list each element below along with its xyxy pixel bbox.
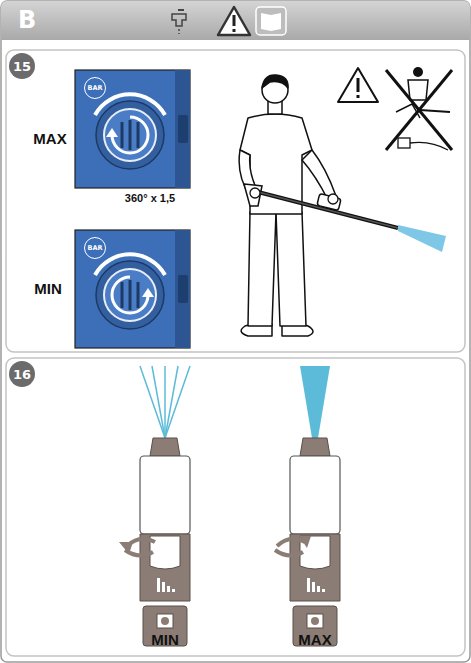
tap-icon-part [178, 29, 180, 34]
rotation-note: 360° x 1,5 [125, 193, 175, 204]
step-number-badge: 16 [9, 361, 35, 387]
pressure-badge: BAR [84, 237, 106, 259]
safety-warning-sign-part [386, 70, 452, 150]
pressure-label: BAR [88, 245, 103, 252]
nozzle-max-part [275, 550, 303, 556]
jet-spray [300, 366, 330, 438]
spray-gun-part [317, 194, 341, 211]
nozzle-min [119, 438, 190, 646]
warning-icon-part [233, 29, 236, 32]
manual-icon-part [271, 13, 281, 31]
safety-warning-sign-part [338, 68, 378, 102]
manual-icon-part [256, 7, 286, 35]
operator-figure-part [276, 212, 306, 326]
manual-icon [256, 7, 286, 35]
operator-figure-part [248, 212, 276, 326]
fine-spray-part [165, 366, 190, 438]
header-band: B [0, 0, 471, 40]
nozzle-min-part [119, 542, 133, 554]
setting-label: MAX [298, 632, 331, 647]
knob-max [75, 70, 190, 188]
knob-max-part [112, 117, 148, 153]
spray-gun-part [398, 225, 446, 252]
safety-warning-sign-part [357, 78, 360, 92]
header-bar-part [1, 1, 470, 40]
step-number-badge: 15 [9, 53, 35, 79]
setting-label: MIN [34, 281, 62, 296]
knob-max-part [75, 70, 190, 188]
fine-spray-part [140, 366, 165, 438]
fine-spray-part [165, 366, 178, 438]
manual-icon-part [261, 13, 271, 31]
safety-warning-sign-part [408, 80, 428, 100]
spray-gun-part [328, 194, 338, 204]
nozzle-max [275, 438, 340, 646]
step-panel [6, 50, 465, 656]
safety-warning-sign-part [357, 95, 360, 98]
spray-gun-part [258, 192, 398, 228]
section-letter: B [18, 8, 36, 32]
knob-min-part [142, 288, 154, 297]
nozzle-min-part [140, 438, 190, 646]
tap-icon-part [178, 9, 184, 11]
operator-figure-part [262, 75, 288, 88]
step-number: 15 [13, 60, 31, 73]
knob-min-part [112, 277, 148, 313]
step-number: 16 [13, 368, 31, 381]
warning-icon-part [233, 15, 236, 26]
pressure-badge: BAR [84, 77, 106, 99]
step-panel-part [6, 50, 465, 352]
setting-label: MIN [151, 632, 179, 647]
safety-warning-sign [338, 67, 452, 150]
knob-min-part [75, 230, 190, 348]
warning-icon [218, 7, 250, 35]
step-panel-part [6, 358, 465, 656]
safety-warning-sign-part [410, 142, 448, 150]
safety-warning-sign-part [386, 70, 452, 150]
spray-gun-part [250, 188, 260, 198]
spray-gun [244, 184, 446, 252]
header-bar [1, 1, 470, 40]
fine-spray-part [152, 366, 165, 438]
fine-spray-part [164, 366, 166, 438]
operator-figure-part [302, 150, 336, 200]
spray-gun-part [258, 192, 398, 228]
nozzle-max-part [290, 438, 340, 646]
tap-icon-part [172, 14, 186, 26]
spray-gun-part [244, 184, 262, 206]
nozzle-max-part [299, 536, 311, 548]
pressure-label: BAR [88, 85, 103, 92]
safety-warning-sign-part [420, 110, 450, 112]
safety-warning-sign-part [398, 138, 410, 148]
fine-spray [140, 366, 190, 438]
setting-label: MAX [33, 131, 66, 146]
jet-spray-part [300, 366, 330, 438]
nozzle-max-part [277, 539, 305, 546]
tap-icon [172, 10, 186, 34]
knob-min [75, 230, 190, 348]
safety-warning-sign-part [413, 67, 423, 77]
warning-icon-part [218, 7, 250, 35]
knob-max-part [106, 128, 118, 137]
operator-figure-part [240, 114, 312, 214]
